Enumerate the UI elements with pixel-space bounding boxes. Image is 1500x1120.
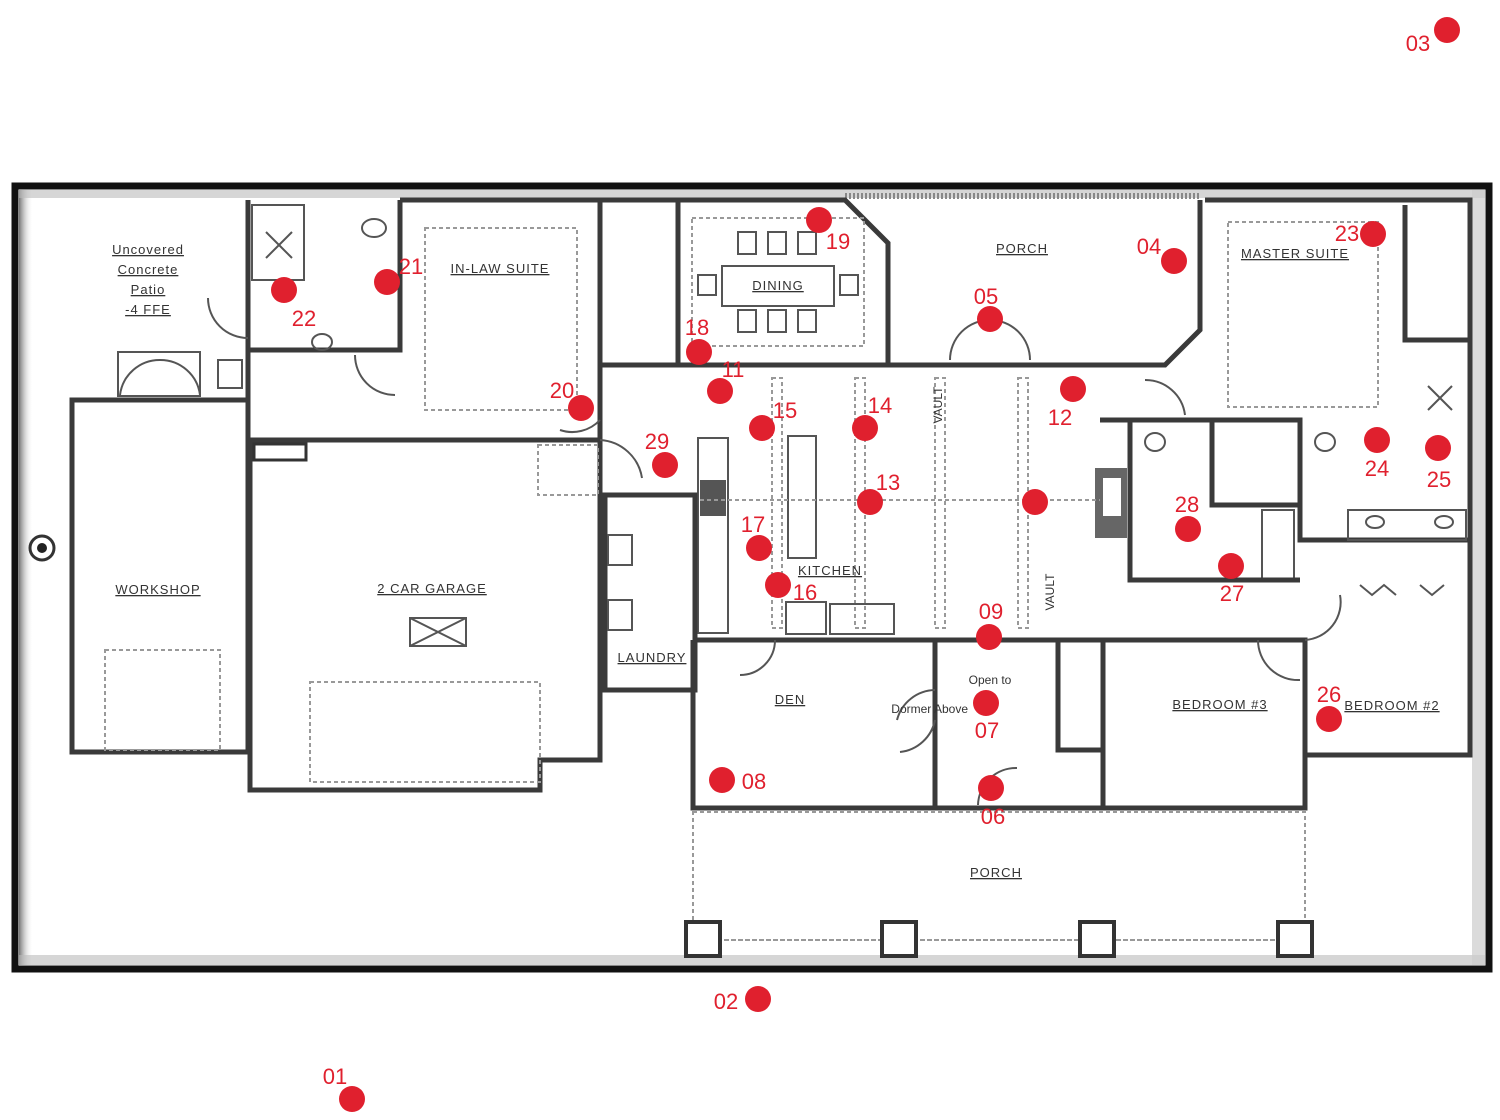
- marker-25[interactable]: 25: [1425, 435, 1451, 492]
- marker-label: 02: [714, 989, 738, 1014]
- marker-label: 07: [975, 718, 999, 743]
- dining-label: DINING: [752, 278, 804, 293]
- marker-18[interactable]: 18: [685, 315, 712, 365]
- marker-01[interactable]: 01: [323, 1064, 365, 1112]
- marker-label: 03: [1406, 31, 1430, 56]
- marker-07[interactable]: 07: [973, 690, 999, 743]
- marker-08[interactable]: 08: [709, 767, 766, 794]
- marker-19[interactable]: 19: [806, 207, 850, 254]
- marker-label: 26: [1317, 682, 1341, 707]
- vault-label-2: VAULT: [1043, 573, 1057, 611]
- marker-label: 28: [1175, 492, 1199, 517]
- marker-label: 23: [1335, 221, 1359, 246]
- patio-label-4: -4 FFE: [125, 302, 171, 317]
- marker-11[interactable]: 11: [707, 357, 744, 404]
- marker-label: 29: [645, 429, 669, 454]
- porch-bottom-label: PORCH: [970, 865, 1022, 880]
- marker-label: 24: [1365, 456, 1389, 481]
- marker-29[interactable]: 29: [645, 429, 678, 478]
- marker-label: 27: [1220, 581, 1244, 606]
- marker-label: 16: [793, 580, 817, 605]
- marker-06[interactable]: 06: [978, 775, 1005, 829]
- marker-17[interactable]: 17: [741, 512, 772, 561]
- marker-13[interactable]: 13: [857, 470, 900, 515]
- marker-26[interactable]: 26: [1316, 682, 1342, 732]
- walls: [28, 193, 1473, 958]
- marker-15[interactable]: 15: [749, 398, 797, 441]
- open-to-label-2: Dormer Above: [891, 702, 968, 716]
- marker-label: 14: [868, 393, 892, 418]
- marker-label: 17: [741, 512, 765, 537]
- marker-label: 01: [323, 1064, 347, 1089]
- room-labels: Uncovered Concrete Patio -4 FFE IN-LAW S…: [112, 241, 1439, 880]
- marker-09[interactable]: 09: [976, 599, 1003, 650]
- bedroom-2-label: BEDROOM #2: [1344, 698, 1439, 713]
- marker-27[interactable]: 27: [1218, 553, 1244, 606]
- master-suite-label: MASTER SUITE: [1241, 246, 1349, 261]
- garage-label: 2 CAR GARAGE: [377, 581, 487, 596]
- workshop-label: WORKSHOP: [115, 582, 200, 597]
- marker-label: 25: [1427, 467, 1451, 492]
- markers: 01 02 03 04 05 06 07 08 09 11 12 13 14 1…: [271, 17, 1460, 1112]
- patio-label-2: Concrete: [118, 262, 179, 277]
- marker-14[interactable]: 14: [852, 393, 892, 441]
- inlaw-suite-label: IN-LAW SUITE: [451, 261, 550, 276]
- vault-label-1: VAULT: [931, 386, 945, 424]
- marker-24[interactable]: 24: [1364, 427, 1390, 481]
- patio-label-3: Patio: [131, 282, 166, 297]
- marker-04[interactable]: 04: [1137, 234, 1187, 274]
- den-label: DEN: [775, 692, 805, 707]
- open-to-label-1: Open to: [969, 673, 1012, 687]
- marker-05[interactable]: 05: [974, 284, 1003, 332]
- marker-12[interactable]: 12: [1048, 376, 1086, 430]
- porch-top-label: PORCH: [996, 241, 1048, 256]
- porch-columns: [684, 920, 1314, 958]
- marker-28[interactable]: 28: [1175, 492, 1201, 542]
- marker-23[interactable]: 23: [1335, 221, 1386, 247]
- marker-label: 15: [773, 398, 797, 423]
- marker-label: 05: [974, 284, 998, 309]
- marker-label: 22: [292, 306, 316, 331]
- marker-label: 04: [1137, 234, 1161, 259]
- marker-22[interactable]: 22: [271, 277, 316, 331]
- marker-label: 06: [981, 804, 1005, 829]
- marker-label: 08: [742, 769, 766, 794]
- marker-label: 21: [399, 254, 423, 279]
- marker-16[interactable]: 16: [765, 572, 817, 605]
- marker-21[interactable]: 21: [374, 254, 423, 295]
- marker-label: 20: [550, 378, 574, 403]
- bedroom-3-label: BEDROOM #3: [1172, 697, 1267, 712]
- marker-label: 11: [722, 357, 745, 382]
- laundry-label: LAUNDRY: [618, 650, 687, 665]
- marker-label: 18: [685, 315, 709, 340]
- marker-03[interactable]: 03: [1406, 17, 1460, 56]
- marker-02[interactable]: 02: [714, 986, 771, 1014]
- marker-label: 09: [979, 599, 1003, 624]
- patio-label-1: Uncovered: [112, 242, 184, 257]
- marker-label: 19: [826, 229, 850, 254]
- kitchen-label: KITCHEN: [798, 563, 862, 578]
- marker-unlabeled[interactable]: [1022, 489, 1048, 515]
- marker-label: 13: [876, 470, 900, 495]
- marker-20[interactable]: 20: [550, 378, 594, 421]
- marker-label: 12: [1048, 405, 1072, 430]
